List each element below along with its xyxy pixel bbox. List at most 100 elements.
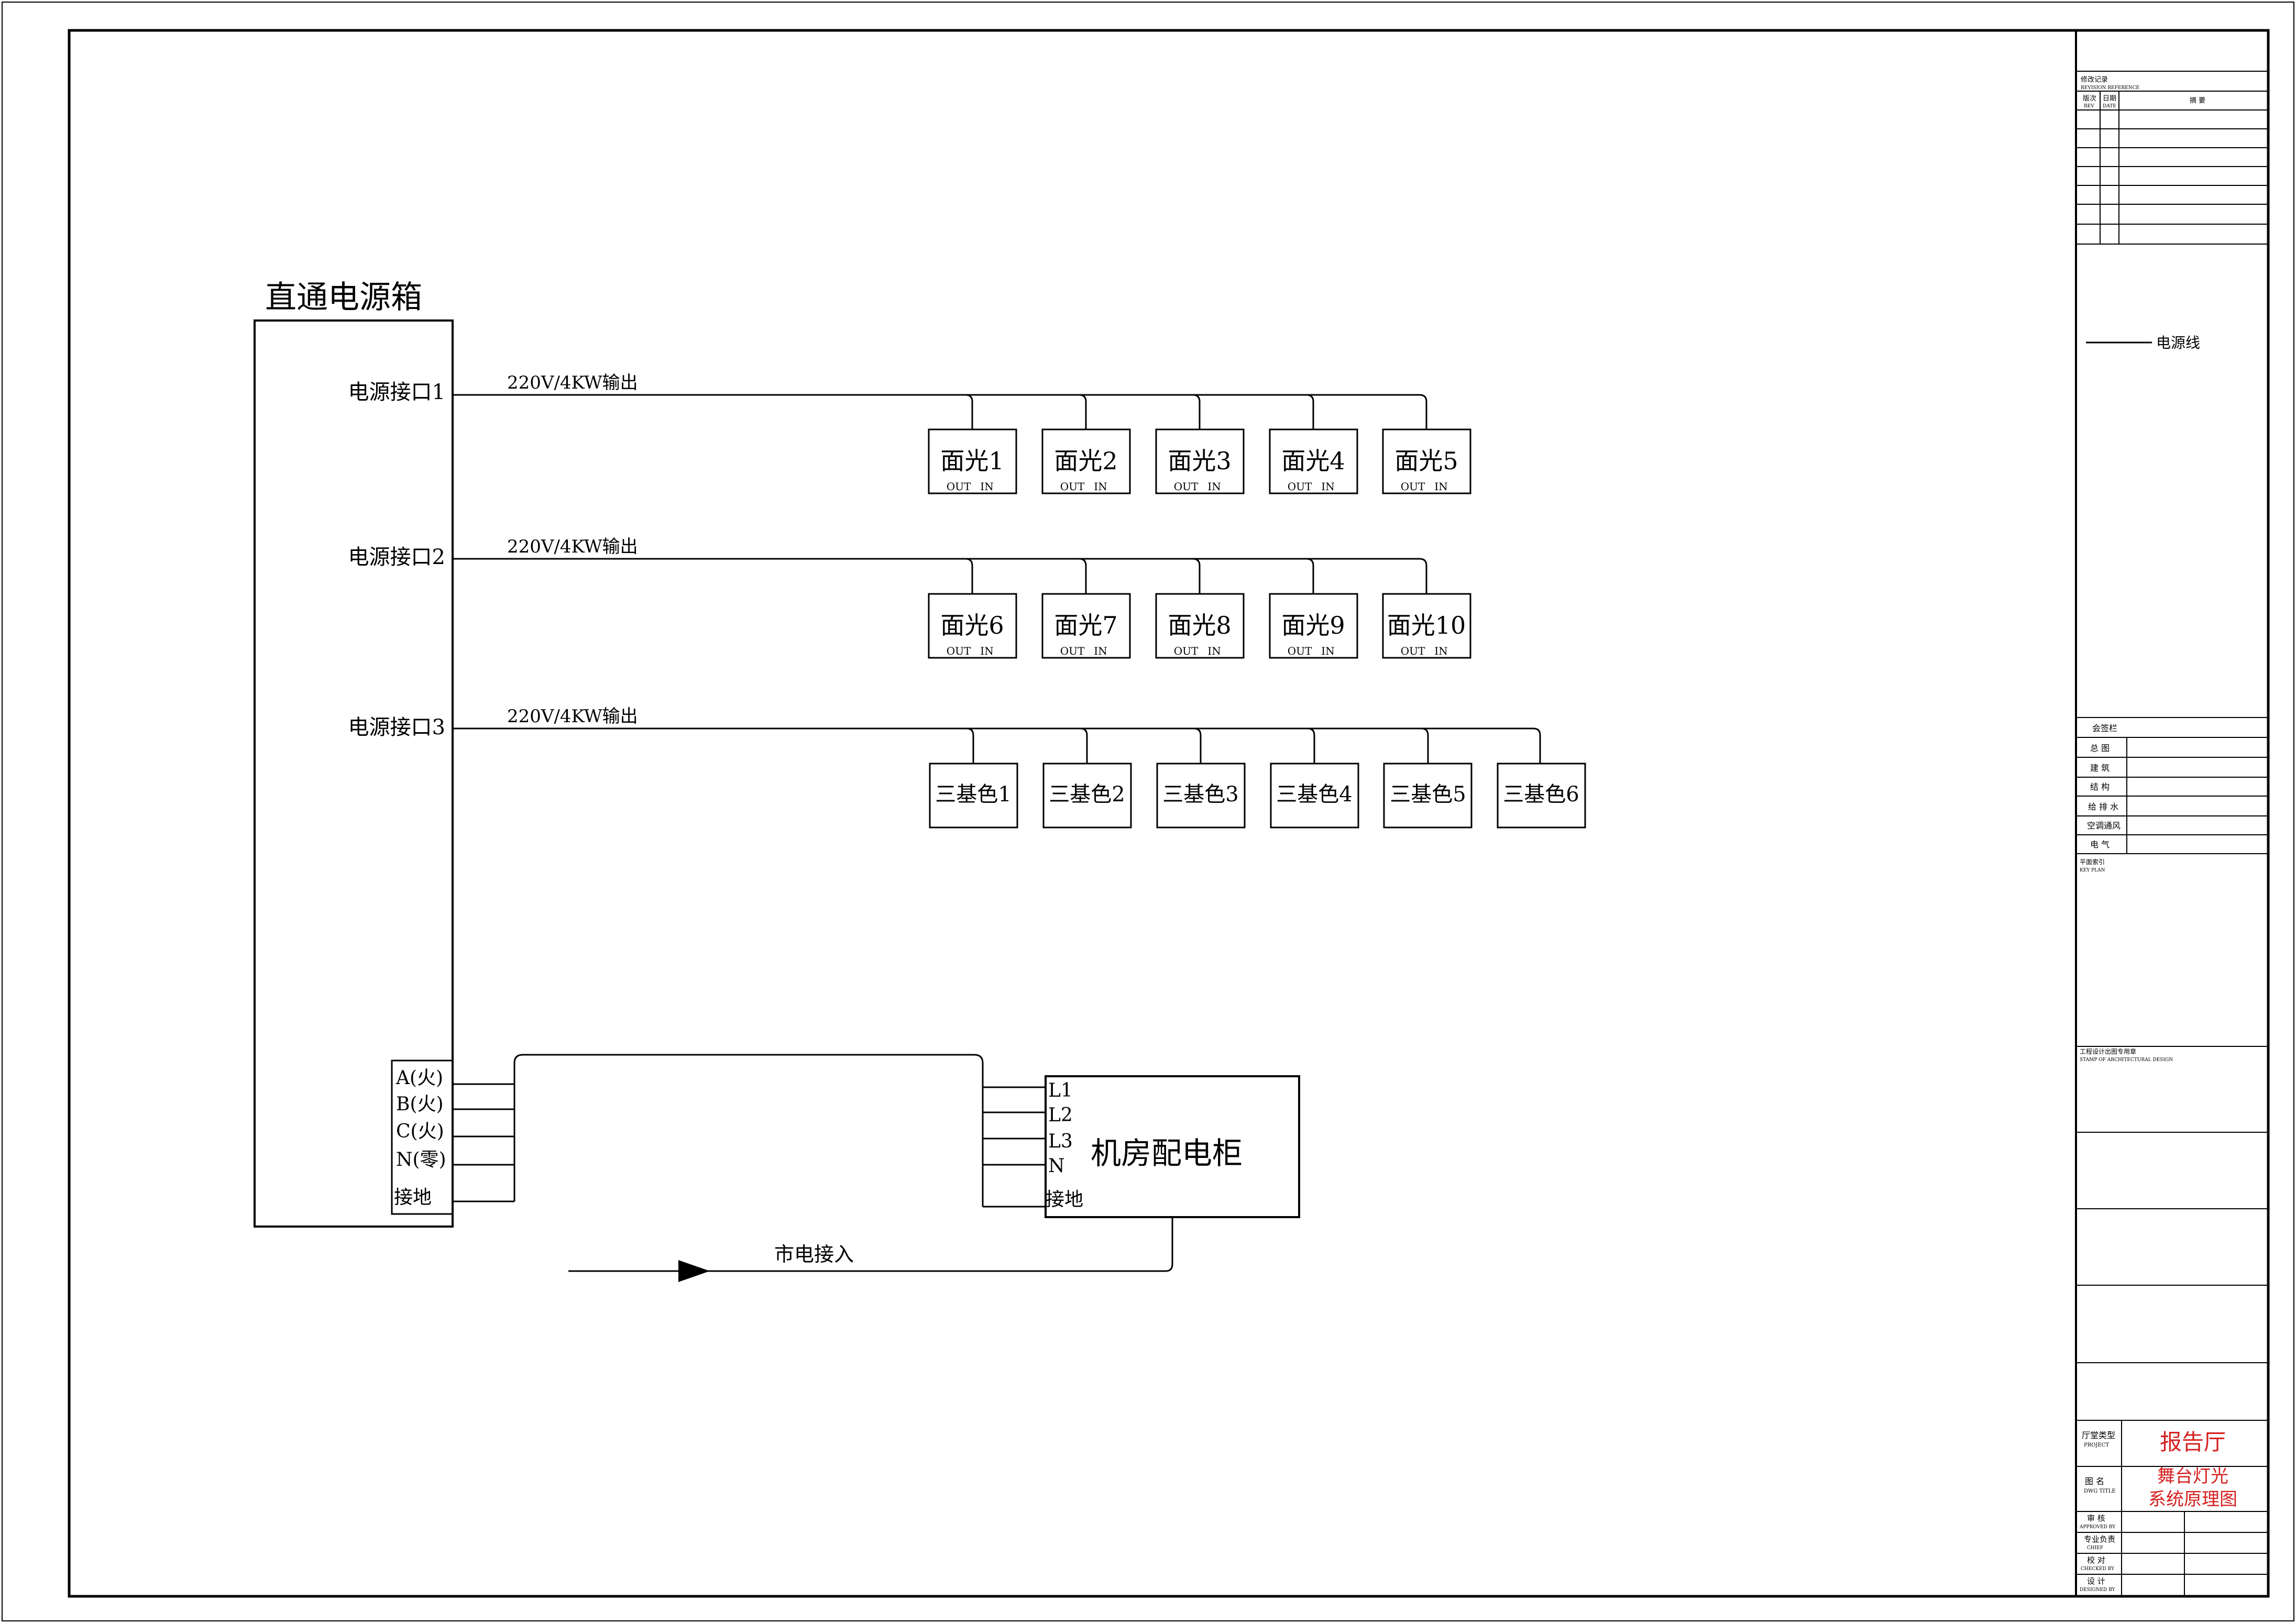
fixture-label: 面光2 xyxy=(1054,447,1117,475)
fixture-label: 三基色1 xyxy=(935,782,1011,807)
fixture-out-label: OUT xyxy=(1288,645,1312,657)
rev-col-1-en: REV xyxy=(2084,104,2094,109)
fixture-in-label: IN xyxy=(1207,645,1221,657)
box-terminal-label: N(零) xyxy=(396,1149,446,1171)
fixture-in-label: IN xyxy=(1321,645,1334,657)
stamp-label-en: STAMP OF ARCHITECTURAL DESIGN xyxy=(2080,1057,2173,1063)
rev-col-2: 日期 xyxy=(2103,95,2116,103)
signoff-row: 给 排 水 xyxy=(2088,802,2118,812)
cabinet-terminal-label: L1 xyxy=(1048,1080,1073,1101)
rev-col-2-en: DATE xyxy=(2103,104,2116,109)
project-label: 厅堂类型 xyxy=(2082,1430,2115,1440)
fixture-label: 面光6 xyxy=(940,611,1004,639)
fixture-label: 面光4 xyxy=(1281,447,1345,475)
revision-title-en: REVISION REFERENCE xyxy=(2081,85,2139,91)
signoff-row: 空调通风 xyxy=(2087,821,2121,831)
port-2-label: 电源接口2 xyxy=(348,545,445,569)
fixture-label: 面光1 xyxy=(940,447,1004,475)
cabinet-terminal-wires xyxy=(983,1086,1046,1208)
project-label-en: PROJECT xyxy=(2084,1442,2109,1448)
approval-row: 专业负责 xyxy=(2084,1534,2115,1544)
fixture-label: 面光10 xyxy=(1387,611,1466,639)
signoff-row: 总 图 xyxy=(2090,743,2110,753)
drawing-value-line-1: 舞台灯光 xyxy=(2157,1466,2228,1487)
fixture-out-label: OUT xyxy=(1060,645,1085,657)
fixture-out-label: OUT xyxy=(1060,480,1085,493)
fixture-in-label: IN xyxy=(1321,480,1334,493)
cabinet-terminal-label: N xyxy=(1048,1155,1065,1177)
signoff-row: 结 构 xyxy=(2090,782,2110,792)
mains-label: 市电接入 xyxy=(774,1243,854,1266)
title-block-grid xyxy=(2076,71,2268,1596)
rev-col-1: 版次 xyxy=(2083,94,2096,103)
box-terminal-label: C(火) xyxy=(396,1121,444,1142)
box-terminal-label: B(火) xyxy=(396,1094,444,1115)
approval-row-en: APPROVED BY xyxy=(2079,1525,2116,1530)
port-3-label: 电源接口3 xyxy=(348,715,445,739)
cabinet-terminal-label: 接地 xyxy=(1046,1189,1083,1210)
stamp-label: 工程设计出图专用章 xyxy=(2080,1047,2136,1055)
port-1-label: 电源接口1 xyxy=(348,380,445,404)
approval-row: 校 对 xyxy=(2087,1555,2105,1565)
fixture-in-label: IN xyxy=(1434,480,1447,493)
rev-col-3: 摘 要 xyxy=(2190,96,2205,105)
fixture-label: 三基色2 xyxy=(1049,782,1125,807)
fixture-label: 面光3 xyxy=(1168,447,1231,475)
project-value: 报告厅 xyxy=(2160,1429,2226,1455)
fixture-label: 三基色4 xyxy=(1276,782,1352,807)
fixture-out-label: OUT xyxy=(1174,480,1199,493)
fixture-out-label: OUT xyxy=(1401,645,1425,657)
approval-row-en: CHIEF xyxy=(2087,1545,2103,1551)
wire-3-label: 220V/4KW输出 xyxy=(507,706,638,727)
power-box xyxy=(254,319,454,1228)
fixture-out-label: OUT xyxy=(1288,480,1312,493)
box-terminal-label: A(火) xyxy=(396,1067,443,1089)
branch-1-wiring xyxy=(453,394,1427,429)
fixture-in-label: IN xyxy=(1207,480,1221,493)
fixture-label: 三基色5 xyxy=(1390,782,1466,807)
wire-2-label: 220V/4KW输出 xyxy=(507,536,638,557)
fixture-label: 面光8 xyxy=(1168,611,1231,639)
box-title: 直通电源箱 xyxy=(265,279,422,316)
row2-fixture-boxes xyxy=(928,593,1471,659)
fixture-out-label: OUT xyxy=(1174,645,1199,657)
drawing-value-line-2: 系统原理图 xyxy=(2148,1489,2237,1510)
fixture-out-label: OUT xyxy=(947,480,971,493)
fixture-in-label: IN xyxy=(1094,645,1107,657)
fixture-in-label: IN xyxy=(1094,480,1107,493)
fixture-label: 三基色6 xyxy=(1503,782,1579,807)
approval-row: 设 计 xyxy=(2087,1576,2105,1586)
row1-fixture-boxes xyxy=(928,428,1471,494)
approval-row: 审 核 xyxy=(2087,1514,2105,1523)
branch-3-wiring xyxy=(453,727,1541,764)
box-terminal-wires xyxy=(453,1054,984,1207)
approval-row-en: DESIGNED BY xyxy=(2080,1587,2116,1593)
keyplan-label-en: KEY PLAN xyxy=(2080,868,2105,873)
legend-label: 电源线 xyxy=(2156,334,2200,351)
drawing-label-en: DWG TITLE xyxy=(2084,1488,2116,1494)
fixture-label: 面光7 xyxy=(1054,611,1117,639)
revision-title: 修改记录 xyxy=(2081,76,2108,84)
fixture-label: 三基色3 xyxy=(1162,782,1238,807)
drawing-frame xyxy=(68,29,2270,1598)
drawing-label: 图 名 xyxy=(2085,1476,2104,1486)
fixture-label: 面光5 xyxy=(1394,447,1458,475)
fixture-out-label: OUT xyxy=(1401,480,1425,493)
signoff-row: 电 气 xyxy=(2090,840,2110,849)
fixture-in-label: IN xyxy=(1434,645,1447,657)
box-terminal-label: 接地 xyxy=(394,1187,432,1208)
fixture-label: 面光9 xyxy=(1281,611,1345,639)
signoff-title: 会签栏 xyxy=(2092,723,2117,733)
wire-1-label: 220V/4KW输出 xyxy=(507,372,638,393)
approval-row-en: CHECKED BY xyxy=(2081,1566,2115,1572)
row3-fixture-boxes xyxy=(929,763,1586,829)
cabinet-terminal-label: L3 xyxy=(1048,1131,1073,1152)
fixture-out-label: OUT xyxy=(947,645,971,657)
keyplan-label: 平面索引 xyxy=(2080,858,2105,866)
branch-2-wiring xyxy=(453,558,1427,594)
cabinet-title: 机房配电柜 xyxy=(1091,1135,1243,1171)
signoff-row: 建 筑 xyxy=(2090,763,2110,773)
cabinet-terminal-label: L2 xyxy=(1048,1105,1073,1126)
